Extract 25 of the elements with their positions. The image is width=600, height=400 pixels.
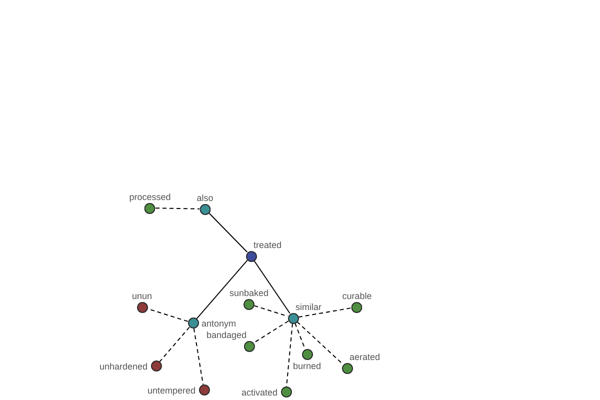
- dashed-connector: [294, 322, 306, 350]
- node-label: activated: [241, 387, 278, 397]
- node-label: untempered: [147, 385, 196, 395]
- dashed-connector: [296, 321, 344, 365]
- node-label: unun: [132, 290, 152, 300]
- node-label: burned: [292, 360, 322, 370]
- connector-line: [208, 212, 248, 253]
- node-label: unhardened: [99, 361, 148, 371]
- node-label: also: [196, 192, 214, 202]
- node-label: treated: [254, 240, 282, 250]
- dashed-connector: [159, 326, 190, 362]
- node-label: sunbaked: [229, 288, 269, 298]
- node-label: bandaged: [206, 330, 246, 340]
- connector-line: [254, 260, 290, 314]
- connector-line: [196, 260, 248, 320]
- dashed-connector: [286, 323, 293, 387]
- node-label: similar: [296, 302, 322, 312]
- dashed-connector: [193, 328, 204, 386]
- dashed-connector: [298, 307, 352, 318]
- node-label: antonym: [202, 318, 236, 328]
- dashed-connector: [253, 320, 289, 344]
- node-label: processed: [129, 192, 171, 202]
- node-label: curable: [342, 290, 372, 300]
- dashed-connector: [155, 208, 200, 210]
- node-label: aerated: [350, 352, 380, 362]
